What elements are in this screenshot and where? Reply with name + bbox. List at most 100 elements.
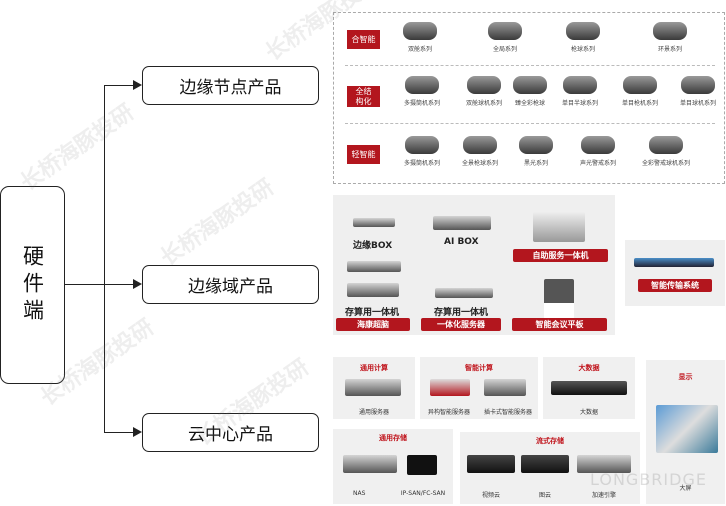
connector [104, 85, 105, 433]
camera-image [513, 76, 547, 94]
camera-image [566, 22, 600, 40]
branch-edge-domain: 边缘域产品 [142, 265, 319, 304]
tile-title: 通用存储 [379, 434, 407, 442]
connector [104, 85, 134, 86]
tile-stream-storage: 流式存储 视频云 图云 加速引擎 [460, 432, 640, 504]
caption: 大屏 [679, 485, 692, 492]
camera-item: 枪球系列 [553, 22, 613, 53]
tile-big-data: 大数据 大数据 [543, 357, 635, 419]
branch-edge-node: 边缘节点产品 [142, 66, 319, 105]
connector [104, 284, 134, 285]
camera-label: 多摄筒机系列 [403, 100, 440, 107]
tile-title: 流式存储 [536, 437, 564, 445]
watermark: 长桥海豚投研 [156, 174, 279, 272]
caption: 加速引擎 [591, 492, 616, 499]
camera-label: 单目球机系列 [679, 100, 716, 107]
connector [65, 284, 104, 285]
camera-item: 声光警戒系列 [568, 136, 628, 167]
storage-compute-label: 存算用一体机 [434, 308, 489, 318]
tile-title: 智能计算 [465, 364, 493, 372]
camera-label: 单目枪机系列 [621, 100, 658, 107]
camera-image [649, 136, 683, 154]
row-label: 轻智能 [347, 145, 380, 164]
ai-box-label: AI BOX [444, 237, 479, 247]
row-label: 全结构化 [347, 86, 380, 107]
camera-label: 声光警戒系列 [579, 160, 616, 167]
camera-item: 多摄筒机系列 [392, 136, 452, 167]
tile-general-storage: 通用存储 NAS IP-SAN/FC-SAN [333, 429, 453, 504]
branch-cloud: 云中心产品 [142, 413, 319, 452]
camera-item: 全景枪球系列 [450, 136, 510, 167]
camera-label: 双舱球机系列 [465, 100, 502, 107]
nvr-image [347, 261, 401, 272]
caption: 异构智能服务器 [427, 409, 470, 416]
camera-image [405, 76, 439, 94]
tile-smart-compute: 智能计算 异构智能服务器 插卡式智能服务器 [420, 357, 538, 419]
camera-image [681, 76, 715, 94]
edge-node-panel [333, 12, 725, 184]
camera-image [623, 76, 657, 94]
transmission-panel [625, 240, 725, 306]
camera-label: 环景系列 [657, 46, 682, 53]
edge-box-image [353, 218, 395, 227]
root-node: 硬件端 [0, 186, 65, 384]
camera-image [463, 136, 497, 154]
camera-image [467, 76, 501, 94]
caption: IP-SAN/FC-SAN [400, 490, 446, 497]
camera-label: 臻全彩枪球 [514, 100, 545, 107]
camera-label: 黑光系列 [523, 160, 548, 167]
arrow-icon [133, 80, 142, 90]
caption: NAS [353, 490, 366, 497]
camera-item: 单目枪机系列 [610, 76, 670, 107]
tag: 海康超脑 [336, 318, 410, 331]
connector [104, 432, 134, 433]
caption: 插卡式智能服务器 [483, 409, 532, 416]
camera-item: 多摄筒机系列 [392, 76, 452, 107]
caption: 图云 [538, 492, 551, 499]
nvr-image [347, 283, 399, 297]
camera-image [519, 136, 553, 154]
storage-compute-label: 存算用一体机 [345, 308, 400, 318]
kiosk-image [533, 212, 585, 242]
arrow-icon [133, 427, 142, 437]
camera-label: 枪球系列 [570, 46, 595, 53]
tile-title: 显示 [678, 373, 693, 381]
caption: 视频云 [481, 492, 500, 499]
tag: 智能传输系统 [638, 279, 712, 292]
camera-item: 黑光系列 [506, 136, 566, 167]
camera-item: 全彩警戒球机系列 [636, 136, 696, 167]
tag: 自助服务一体机 [513, 249, 608, 262]
caption: 通用服务器 [358, 409, 389, 416]
camera-image [488, 22, 522, 40]
ai-box-image [433, 216, 491, 230]
tile-display: 显示 大屏 [646, 360, 725, 504]
camera-label: 双舱系列 [407, 46, 432, 53]
watermark: 长桥海豚投研 [16, 99, 139, 197]
tile-title: 通用计算 [360, 364, 388, 372]
camera-label: 全局系列 [492, 46, 517, 53]
camera-label: 单目半球系列 [561, 100, 598, 107]
edge-box-label: 边缘BOX [353, 241, 393, 251]
camera-item: 单目球机系列 [668, 76, 726, 107]
board-image [544, 279, 574, 319]
camera-item: 双舱球机系列 [454, 76, 514, 107]
transmission-image [634, 258, 714, 267]
camera-image [581, 136, 615, 154]
camera-image [653, 22, 687, 40]
camera-image [563, 76, 597, 94]
camera-label: 全景枪球系列 [461, 160, 498, 167]
row-label: 合智能 [347, 30, 380, 49]
camera-image [405, 136, 439, 154]
camera-label: 多摄筒机系列 [403, 160, 440, 167]
tile-general-compute: 通用计算 通用服务器 [333, 357, 415, 419]
server-image [435, 288, 493, 298]
camera-item: 全局系列 [475, 22, 535, 53]
camera-item: 双舱系列 [390, 22, 450, 53]
brand-watermark: LONGBRIDGE [590, 470, 707, 489]
tag: 一体化服务器 [421, 318, 501, 331]
camera-image [403, 22, 437, 40]
tag: 智能会议平板 [512, 318, 607, 331]
caption: 大数据 [579, 409, 598, 416]
camera-item: 环景系列 [640, 22, 700, 53]
camera-label: 全彩警戒球机系列 [641, 160, 690, 167]
